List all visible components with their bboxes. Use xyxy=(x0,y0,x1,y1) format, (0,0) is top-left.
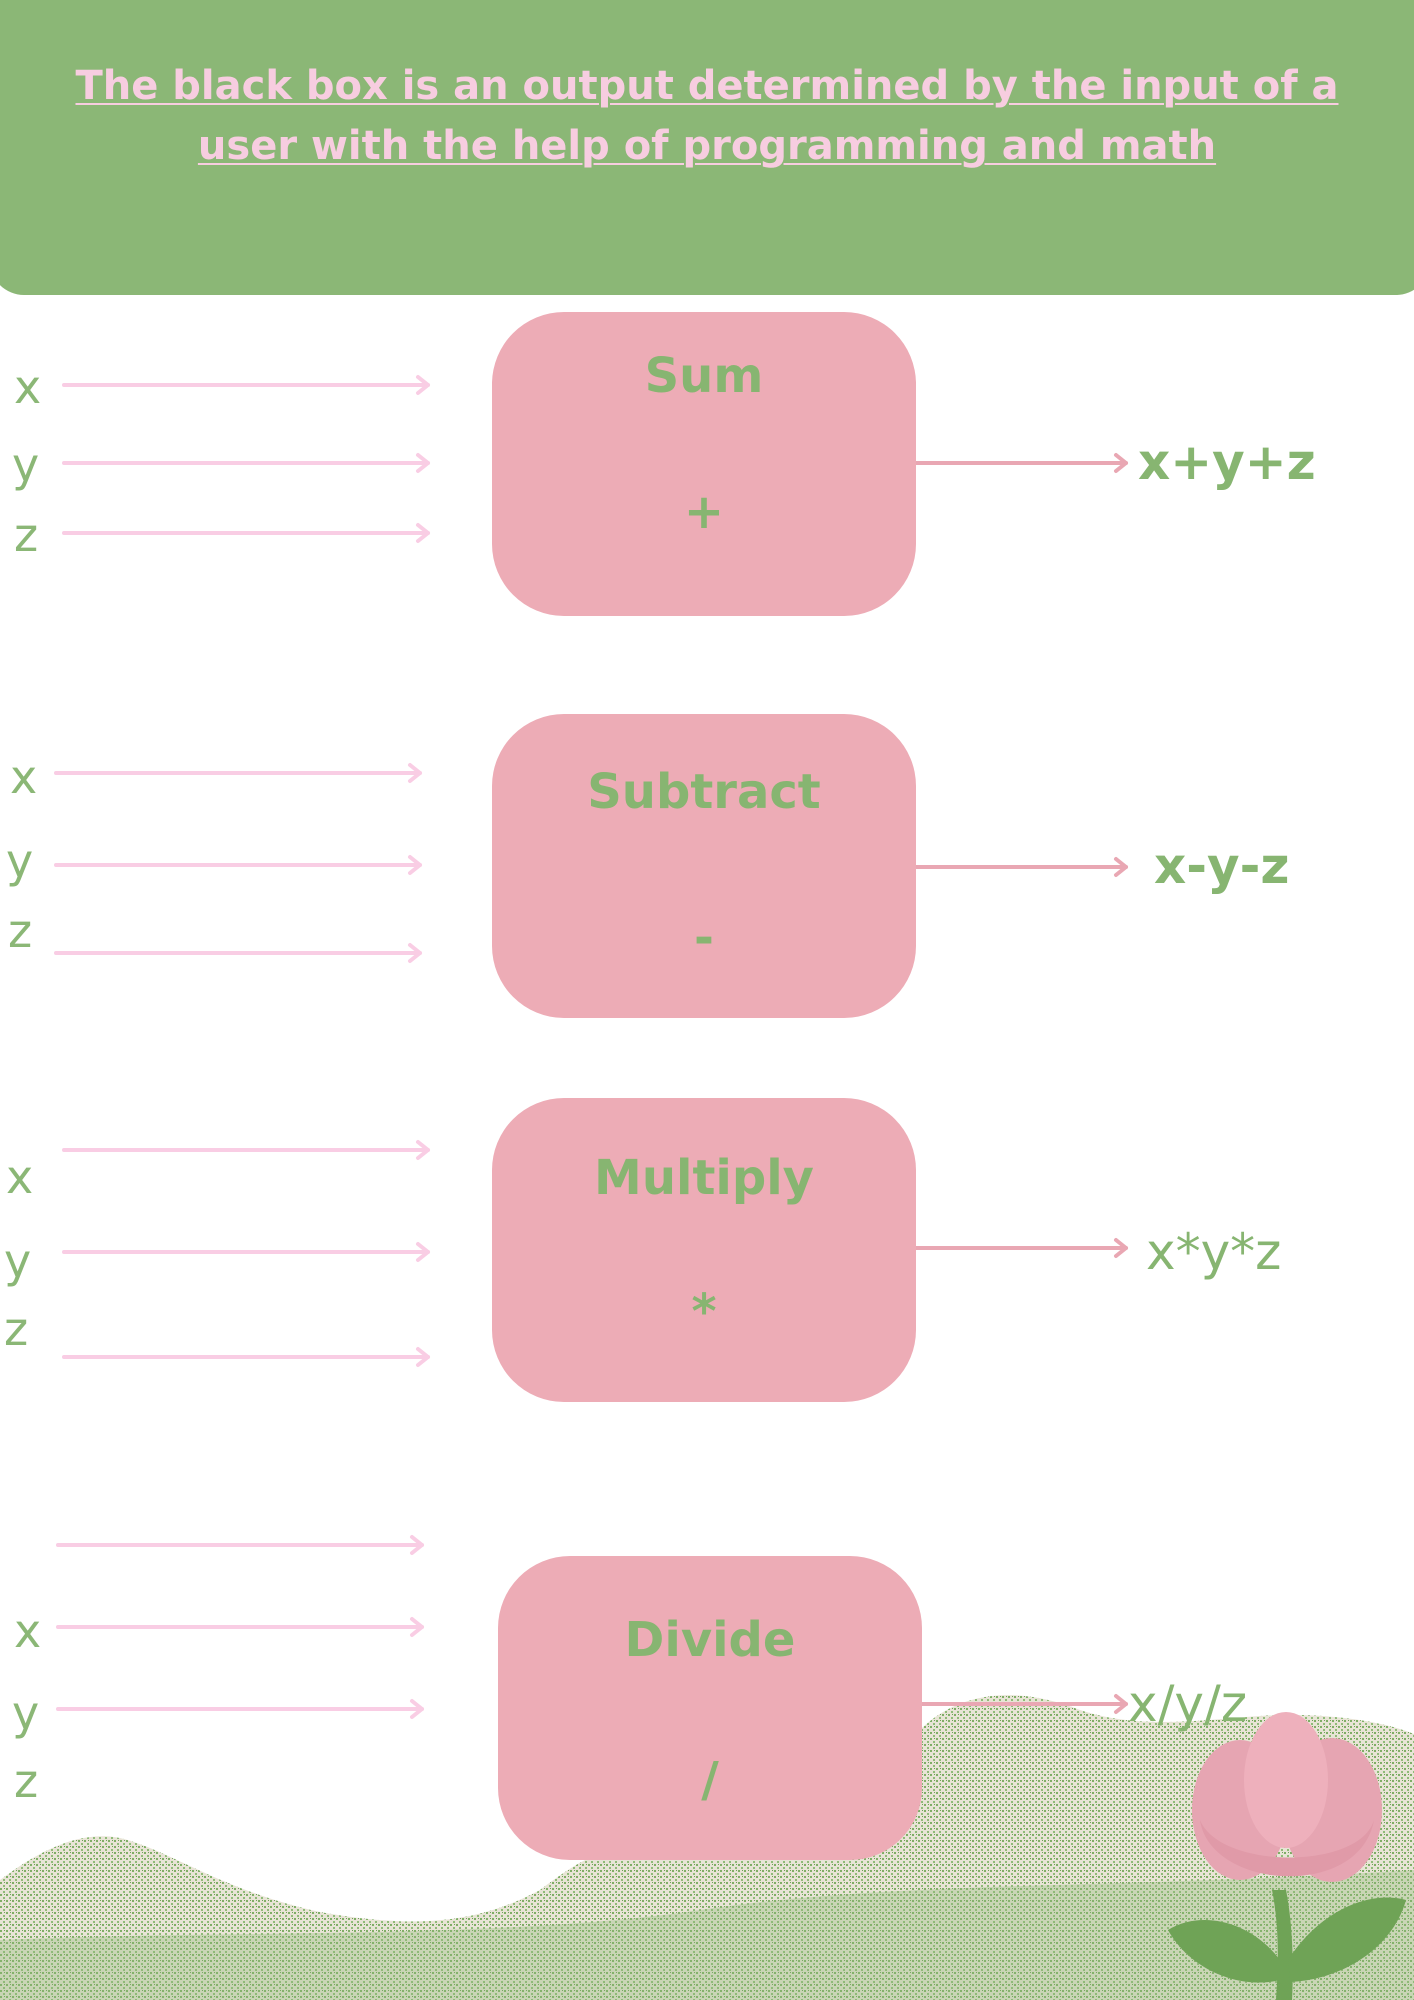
block-title: Sum xyxy=(644,348,764,404)
multiply-block: Multiply * xyxy=(492,1098,916,1402)
page-title: The black box is an output determined by… xyxy=(75,63,1339,169)
input-arrow xyxy=(54,855,422,875)
input-label-y: y xyxy=(12,438,40,492)
input-arrow xyxy=(56,1535,424,1555)
input-label-y: y xyxy=(6,834,34,888)
input-arrow xyxy=(62,1140,430,1160)
input-label-z: z xyxy=(14,1754,39,1808)
input-label-z: z xyxy=(14,508,39,562)
block-title: Subtract xyxy=(587,764,821,820)
input-arrow xyxy=(54,763,422,783)
input-label-x: x xyxy=(10,750,38,804)
output-label: x*y*z xyxy=(1146,1223,1282,1281)
input-label-x: x xyxy=(14,360,42,414)
ground-scenery xyxy=(0,1695,1414,2000)
output-label: x+y+z xyxy=(1138,433,1316,491)
output-arrow xyxy=(914,453,1128,473)
input-label-y: y xyxy=(4,1234,32,1288)
input-arrow xyxy=(56,1617,424,1637)
block-operator: - xyxy=(694,910,714,966)
output-label: x-y-z xyxy=(1154,837,1290,895)
input-arrow xyxy=(54,943,422,963)
input-label-x: x xyxy=(6,1150,34,1204)
subtract-block: Subtract - xyxy=(492,714,916,1018)
input-arrow xyxy=(62,375,430,395)
input-label-z: z xyxy=(8,904,33,958)
output-arrow xyxy=(920,1694,1128,1714)
input-arrow xyxy=(62,1347,430,1367)
block-operator: * xyxy=(691,1284,717,1340)
input-arrow xyxy=(62,523,430,543)
input-label-y: y xyxy=(12,1686,40,1740)
sum-block: Sum + xyxy=(492,312,916,616)
input-label-x: x xyxy=(14,1604,42,1658)
input-arrow xyxy=(56,1699,424,1719)
block-operator: + xyxy=(683,484,725,540)
block-title: Multiply xyxy=(594,1150,814,1206)
input-arrow xyxy=(62,453,430,473)
input-arrow xyxy=(62,1242,430,1262)
flower-illustration xyxy=(1168,1712,1406,2000)
header-banner xyxy=(0,0,1414,295)
block-title: Divide xyxy=(624,1612,796,1668)
output-arrow xyxy=(914,857,1128,877)
input-label-z: z xyxy=(4,1302,29,1356)
output-label: x/y/z xyxy=(1128,1675,1248,1733)
divide-block: Divide / xyxy=(498,1556,922,1860)
block-operator: / xyxy=(701,1752,719,1808)
output-arrow xyxy=(914,1238,1128,1258)
